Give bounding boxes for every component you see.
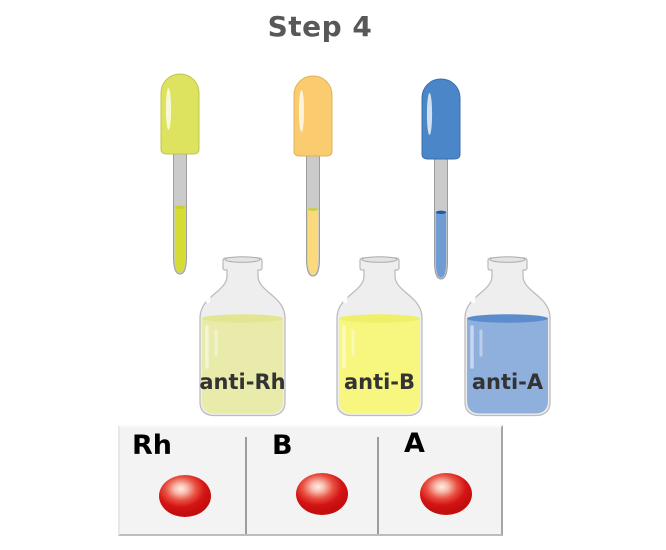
cell-label-a: A (404, 428, 425, 459)
bottle-liquid (467, 318, 548, 414)
dropper-bulb (421, 78, 461, 160)
liquid-surface (339, 314, 420, 323)
bulb-highlight (426, 93, 433, 135)
bulb-highlight (298, 90, 305, 132)
bulb-highlight (165, 88, 172, 130)
bottle-liquid (339, 318, 420, 414)
bottle-mouth (361, 256, 398, 263)
anti-b-dropper-icon[interactable] (291, 75, 335, 279)
bottle-label-anti-rh: anti-Rh (199, 370, 286, 394)
anti-b-bottle-icon[interactable] (335, 255, 425, 420)
cell-label-b: B (272, 430, 293, 461)
step-title: Step 4 (267, 10, 373, 43)
tray-cell-rh[interactable]: Rh (120, 427, 245, 534)
blood-drop (296, 473, 348, 515)
cell-label-rh: Rh (132, 430, 173, 461)
anti-a-dropper-icon[interactable] (419, 78, 463, 282)
test-tray: Rh B A (118, 425, 503, 536)
anti-rh-bottle-icon[interactable] (198, 255, 288, 420)
bottle-label-anti-b: anti-B (343, 370, 416, 394)
bottle-label-anti-a: anti-A (471, 370, 544, 394)
dropper-liquid (435, 212, 447, 278)
bottle-mouth (224, 256, 261, 263)
dropper-liquid (174, 207, 186, 273)
dropper-bulb (160, 73, 200, 155)
dropper-liquid-meniscus (435, 210, 447, 214)
dropper-liquid-meniscus (174, 205, 186, 209)
dropper-bulb (293, 75, 333, 157)
anti-a-bottle-icon[interactable] (463, 255, 553, 420)
dropper-liquid (307, 209, 319, 275)
tray-cell-b[interactable]: B (247, 427, 377, 534)
glass-highlight (343, 276, 354, 303)
bottle-liquid (202, 318, 283, 414)
tray-divider (245, 437, 247, 534)
dropper-liquid-meniscus (307, 207, 319, 211)
blood-drop (159, 475, 211, 517)
liquid-surface (202, 314, 283, 323)
glass-highlight (206, 276, 217, 303)
tray-cell-a[interactable]: A (379, 427, 501, 534)
glass-highlight (471, 276, 482, 303)
liquid-surface (467, 314, 548, 323)
anti-rh-dropper-icon[interactable] (158, 73, 202, 277)
blood-drop (420, 473, 472, 515)
tray-divider (377, 437, 379, 534)
bottle-mouth (489, 256, 526, 263)
